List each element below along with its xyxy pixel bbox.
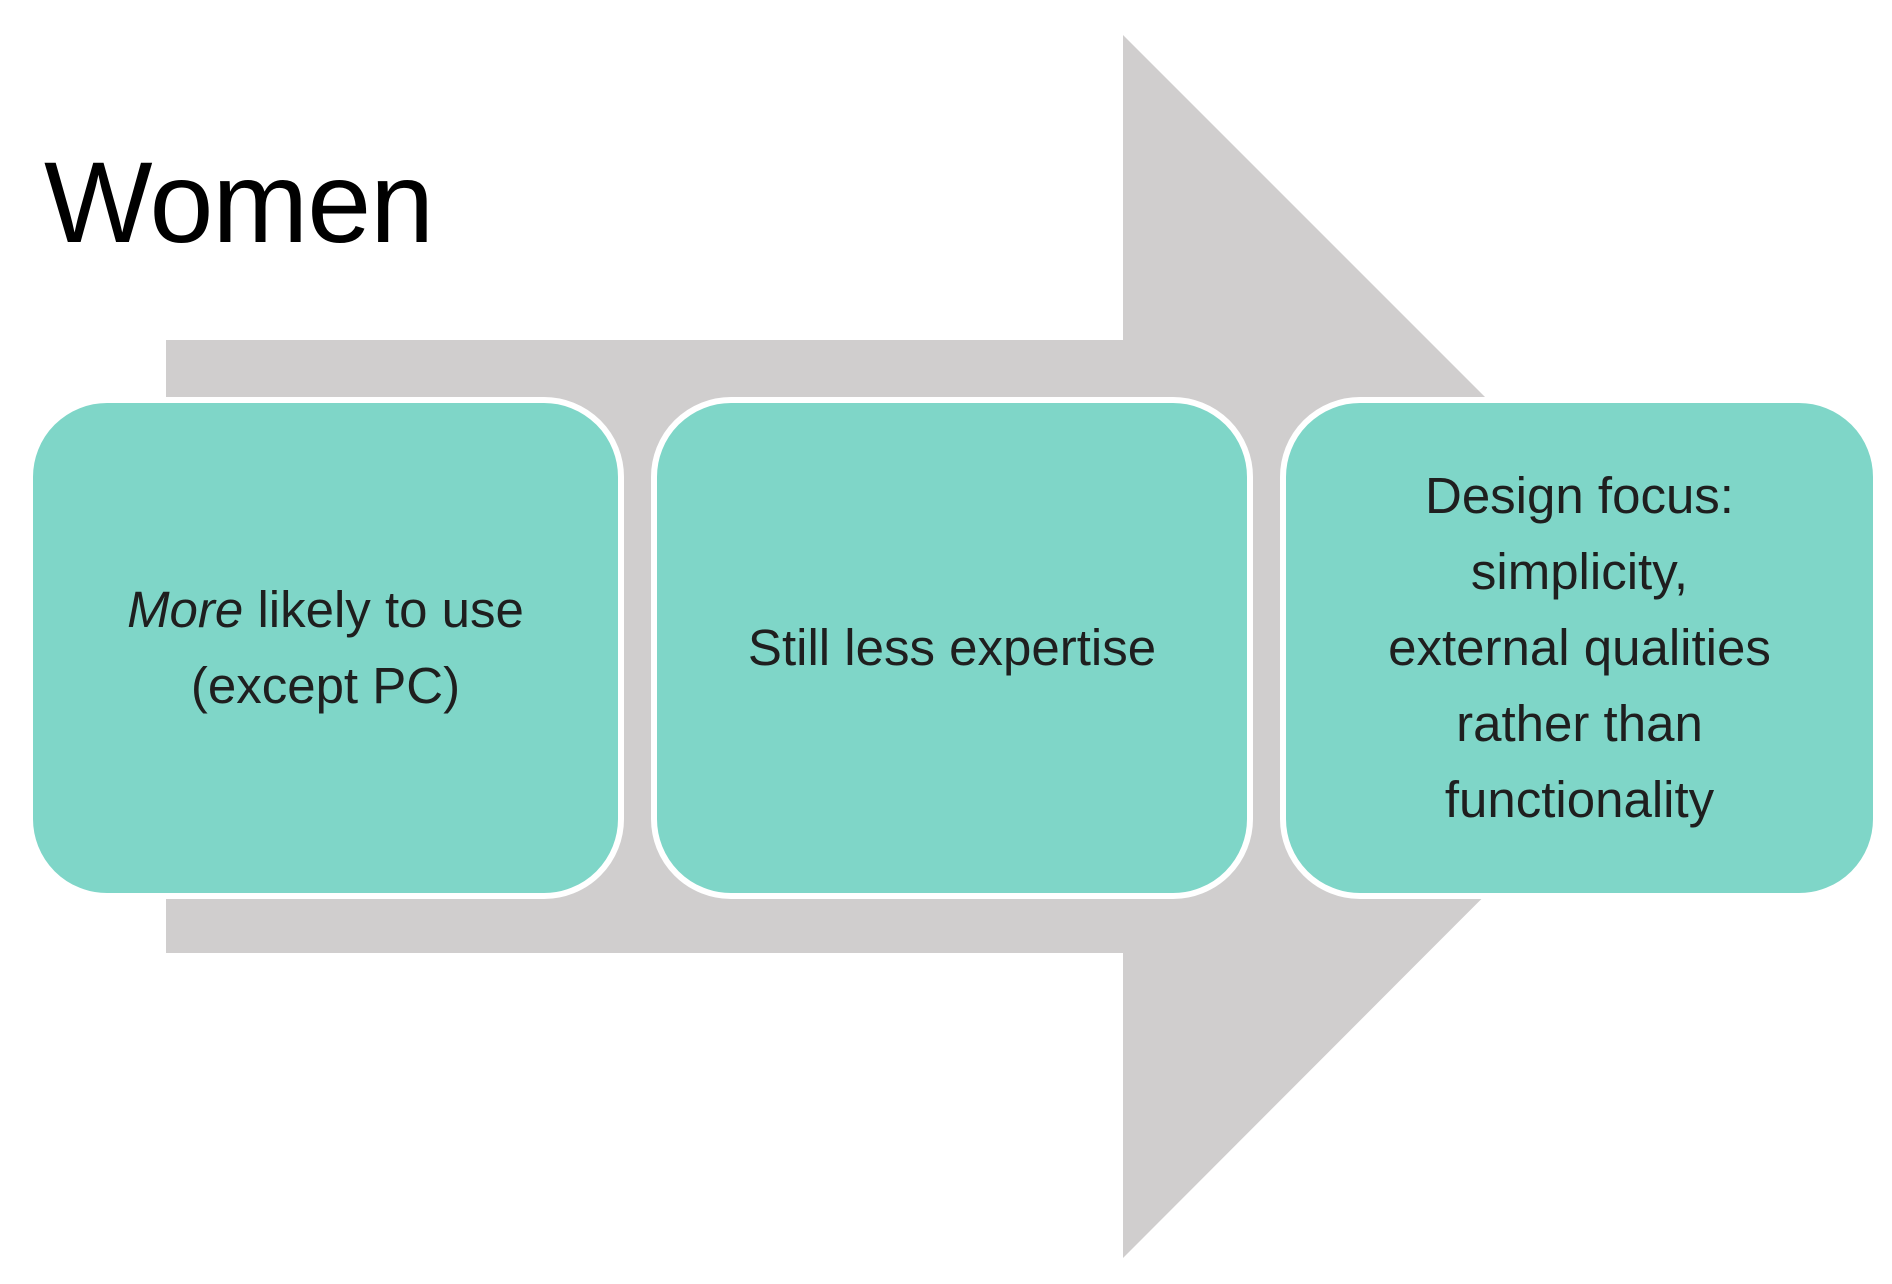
step-1-line-2: (except PC): [190, 657, 461, 714]
process-step-3-text: Design focus: simplicity, external quali…: [1368, 458, 1791, 838]
process-step-1: More likely to use (except PC): [27, 397, 624, 899]
step-3-line-1: Design focus:: [1424, 467, 1734, 524]
step-3-line-4: rather than: [1456, 695, 1703, 752]
step-2-line-1: Still less expertise: [747, 619, 1157, 676]
process-step-2: Still less expertise: [651, 397, 1253, 899]
process-step-2-text: Still less expertise: [728, 610, 1176, 686]
step-3-line-5: functionality: [1444, 771, 1715, 828]
step-1-italic-word: More: [127, 581, 244, 638]
step-3-line-2: simplicity,: [1470, 543, 1689, 600]
step-1-line-1: More likely to use: [127, 572, 524, 648]
slide-title: Women: [44, 139, 434, 267]
process-step-3: Design focus: simplicity, external quali…: [1280, 397, 1879, 899]
process-step-1-text: More likely to use (except PC): [107, 572, 544, 724]
step-3-line-3: external qualities: [1388, 619, 1771, 676]
step-1-line-1-rest: likely to use: [243, 581, 524, 638]
